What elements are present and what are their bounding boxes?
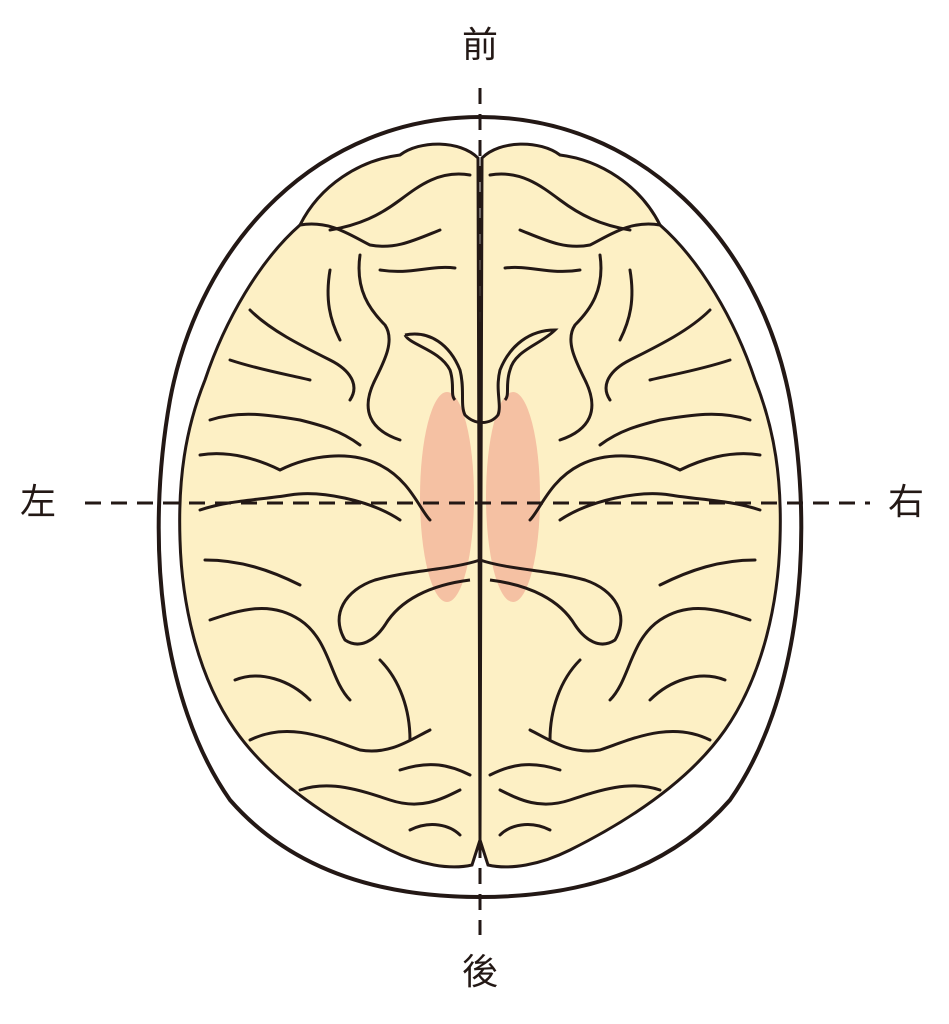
highlight-right	[486, 392, 540, 602]
label-front: 前	[462, 25, 499, 66]
left-hemisphere	[178, 142, 482, 869]
label-right: 右	[888, 482, 925, 523]
lateral-ventricles	[337, 328, 623, 646]
label-back: 後	[462, 952, 499, 993]
label-left: 左	[20, 482, 57, 523]
highlight-left	[420, 392, 474, 602]
gyri-right	[488, 172, 762, 837]
right-hemisphere	[478, 142, 782, 869]
